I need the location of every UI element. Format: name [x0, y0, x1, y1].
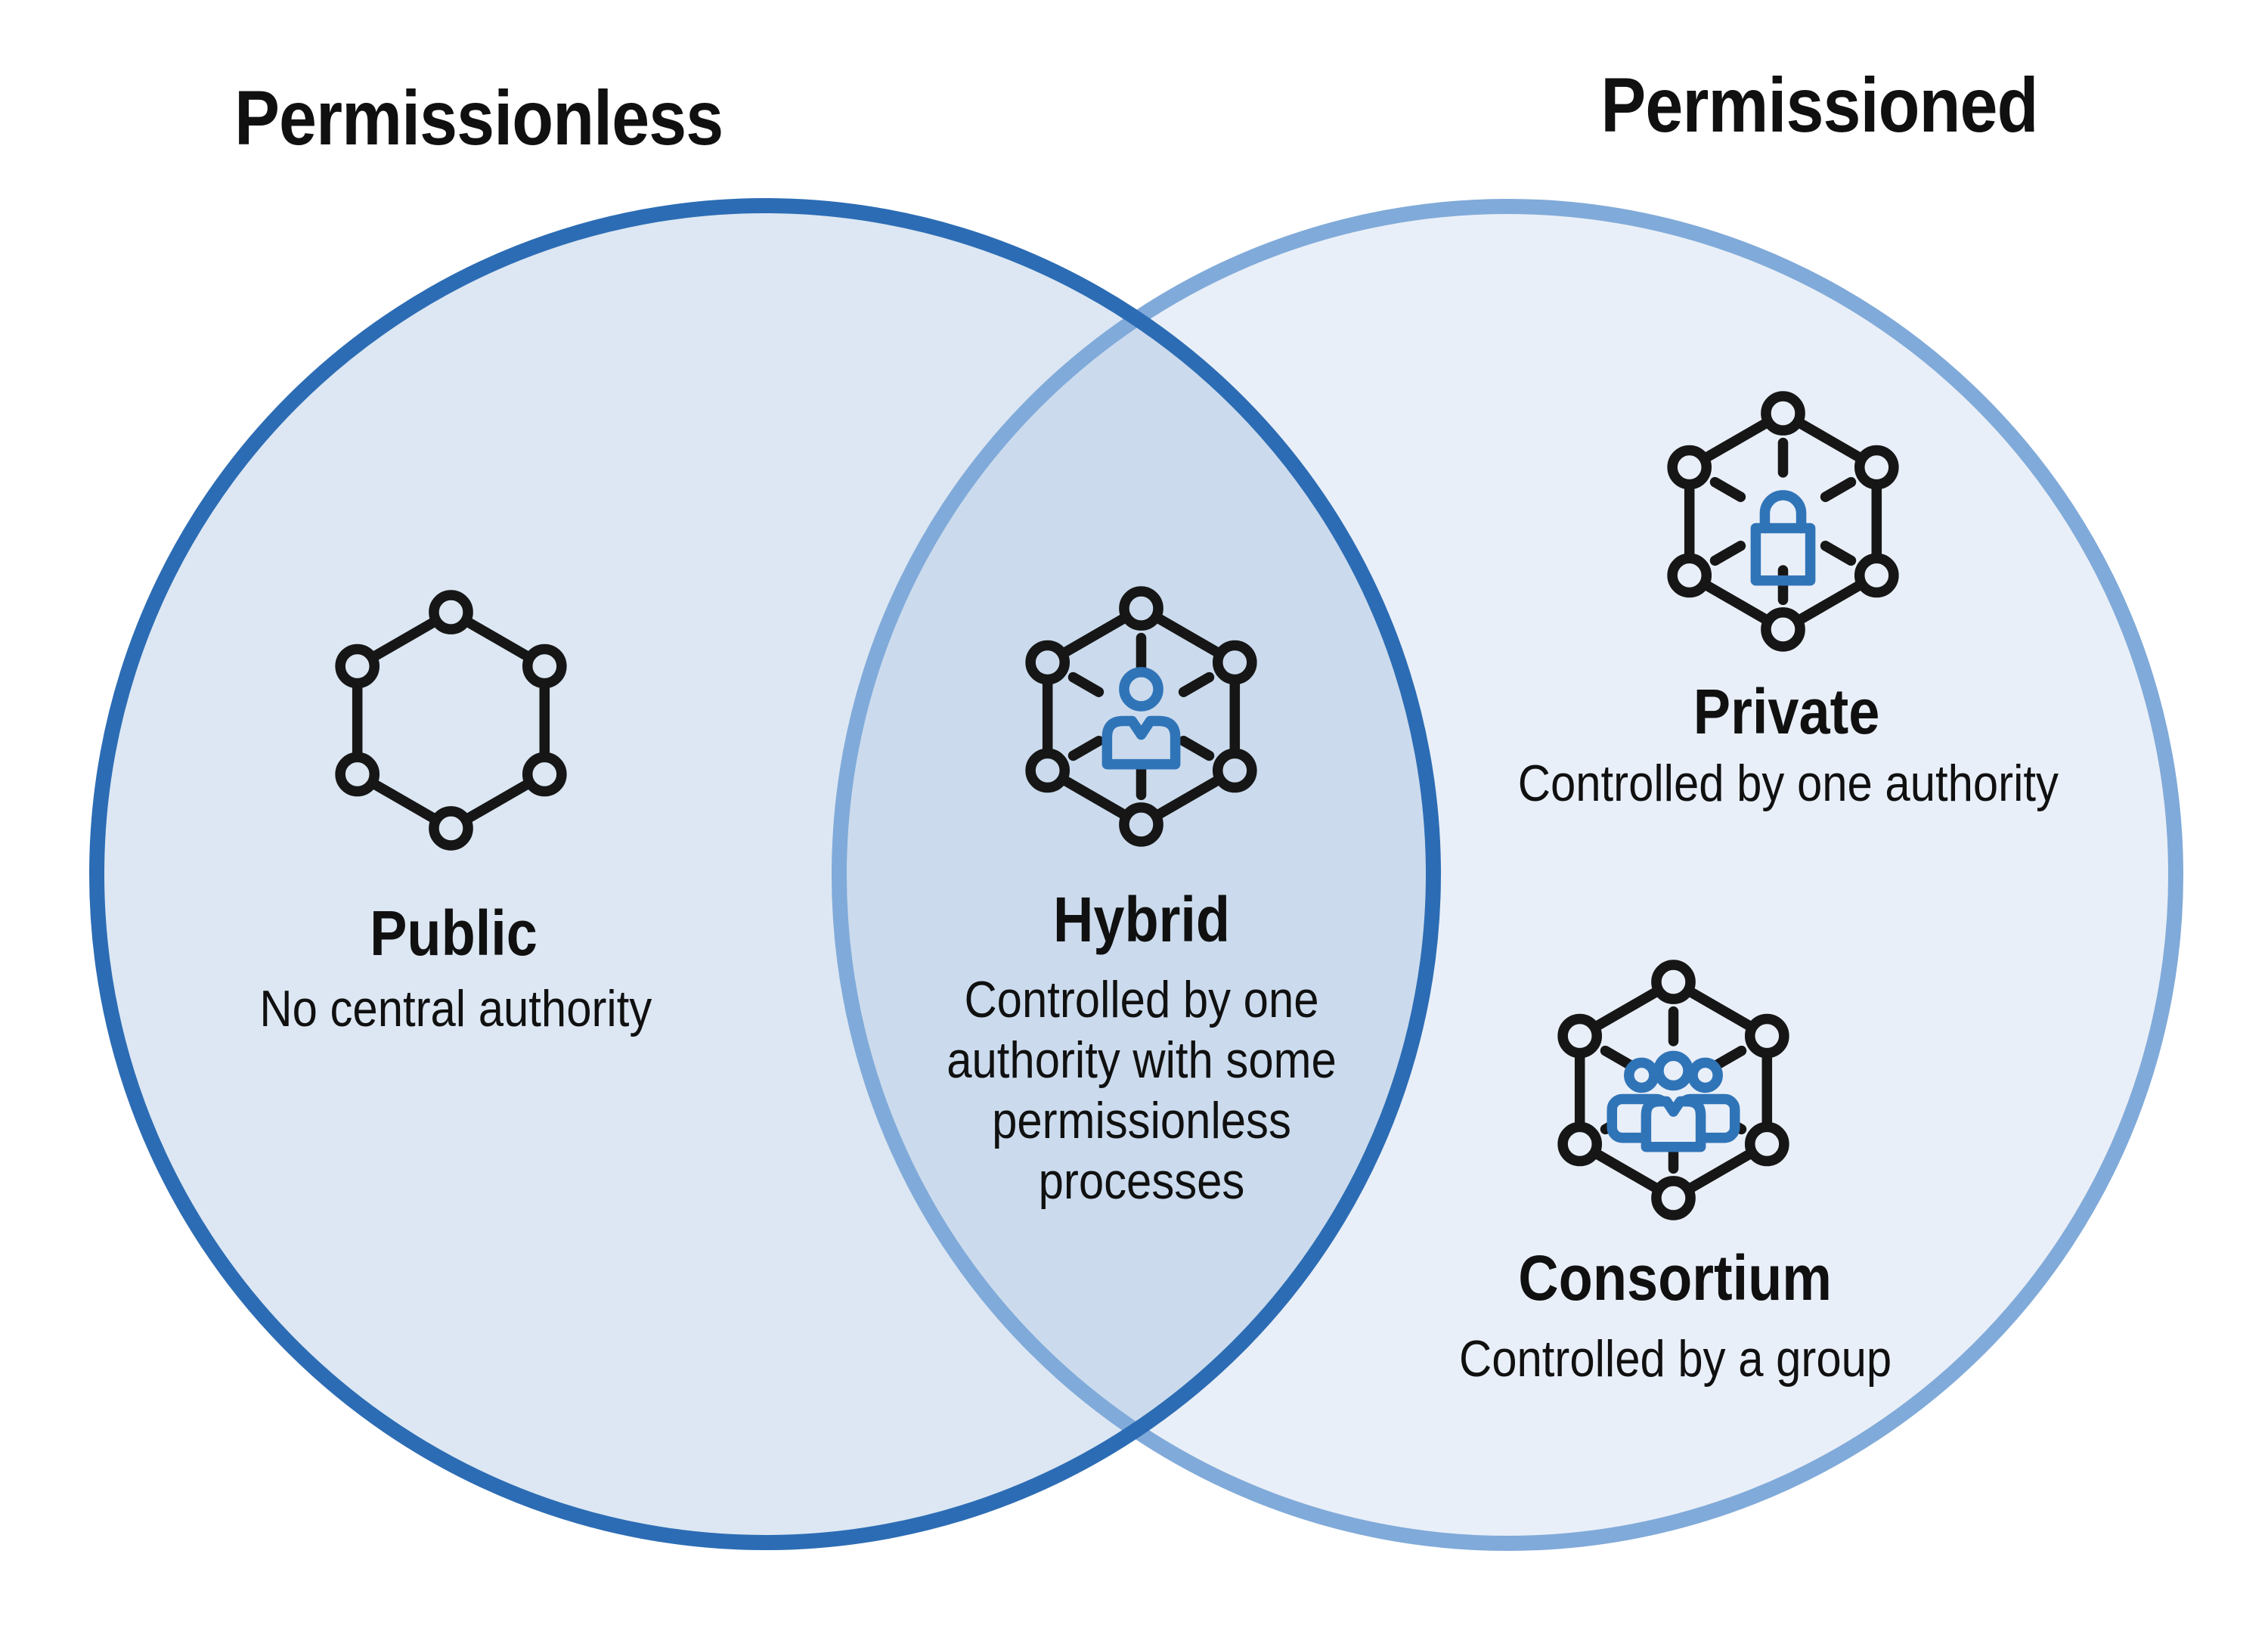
public-label-text: Public [370, 898, 538, 969]
private-description: Controlled by one authority [1410, 758, 2166, 809]
public-description-text: No central authority [259, 980, 652, 1037]
permissioned-title-text: Permissioned [1600, 62, 2038, 148]
private-label: Private [1560, 680, 2013, 743]
group-icon [1606, 1050, 1740, 1152]
hexagon-network-group-icon [1555, 958, 1794, 1222]
hexagon-network-person-icon [1023, 585, 1262, 848]
public-description: No central authority [116, 983, 796, 1034]
consortium-label-text: Consortium [1518, 1242, 1833, 1313]
hybrid-label-text: Hybrid [1052, 884, 1231, 955]
permissionless-circle-border [89, 198, 1441, 1550]
consortium-label: Consortium [1411, 1246, 1940, 1310]
consortium-description: Controlled by a group [1335, 1333, 2015, 1385]
hexagon-network-icon [333, 588, 572, 852]
lock-icon [1750, 490, 1816, 586]
permissionless-title: Permissionless [25, 79, 932, 157]
hybrid-description-line-3: permissionless [992, 1092, 1291, 1149]
hybrid-description: Controlled by one authority with some pe… [839, 969, 1444, 1211]
hybrid-description-line-2: authority with some [947, 1031, 1337, 1089]
public-label: Public [227, 901, 680, 965]
hybrid-description-line-4: processes [1038, 1152, 1245, 1210]
private-label-text: Private [1693, 676, 1880, 747]
permissioned-title: Permissioned [1365, 67, 2268, 144]
permissioned-circle-border [832, 199, 2183, 1551]
hybrid-description-line-1: Controlled by one [964, 971, 1319, 1028]
hexagon-network-lock-icon [1665, 389, 1904, 653]
person-icon [1101, 667, 1181, 770]
hybrid-label: Hybrid [915, 888, 1368, 951]
overlap-region [839, 206, 1433, 1543]
consortium-description-text: Controlled by a group [1458, 1330, 1892, 1388]
private-description-text: Controlled by one authority [1517, 755, 2059, 812]
permissionless-title-text: Permissionless [234, 75, 723, 161]
